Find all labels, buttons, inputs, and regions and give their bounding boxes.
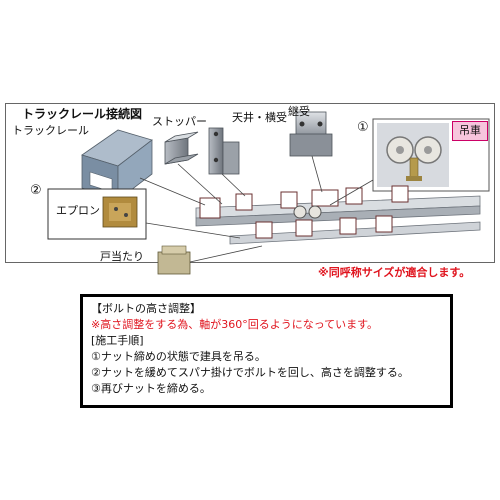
marker-2-label: ② [30,183,42,198]
apron-label: エプロン [56,204,100,217]
instructions-heading: 【ボルトの高さ調整】 [91,302,201,315]
ceiling-bracket-part-illustration [208,127,240,175]
compatibility-note: ※同呼称サイズが適合します。 [318,266,471,279]
apron-box [47,188,147,240]
stopper-part-illustration [164,131,199,165]
steps-heading: [施工手順] [91,334,144,347]
diagram-title: トラックレール接続図 [22,107,143,121]
joint-bracket-part-illustration [289,111,333,157]
step-item: ②ナットを緩めてスパナ掛けでボルトを回し、高さを調整する。 [91,366,409,379]
step-item: ①ナット締めの状態で建具を吊る。 [91,350,266,363]
hanging-wheel-label: 吊車 [452,121,488,141]
ceiling-side-label: 天井・横受 [232,111,287,124]
hanging-wheel-photo [372,118,490,192]
door-stop-label: 戸当たり [100,250,144,263]
door-stop-part-illustration [157,245,191,275]
instructions-warning: ※高さ調整をする為、軸が360°回るようになっています。 [91,318,379,331]
step-item: ③再びナットを締める。 [91,382,211,395]
rail-assembly [195,185,481,245]
marker-1-label: ① [357,120,369,135]
joint-label: 継受 [288,105,310,118]
leader-lines [139,155,374,263]
track-rail-label: トラックレール [12,124,89,137]
instructions-box: 【ボルトの高さ調整】 ※高さ調整をする為、軸が360°回るようになっています。 … [80,294,453,408]
stopper-label: ストッパー [152,115,207,128]
